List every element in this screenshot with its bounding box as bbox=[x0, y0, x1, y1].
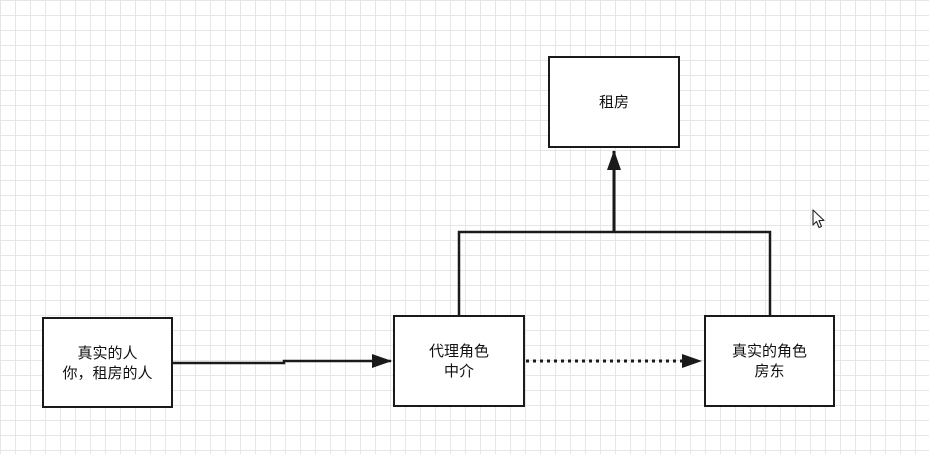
node-real-person-line1: 真实的人 bbox=[77, 343, 138, 362]
node-real-person[interactable]: 真实的人 你，租房的人 bbox=[42, 317, 173, 408]
mouse-pointer-icon bbox=[812, 209, 825, 229]
edge-landlord-to-rent bbox=[614, 230, 772, 315]
node-landlord-line2: 房东 bbox=[754, 362, 785, 380]
node-rent-label: 租房 bbox=[598, 93, 629, 111]
node-proxy-line1: 代理角色 bbox=[428, 342, 489, 360]
edge-proxy-to-rent bbox=[457, 230, 614, 315]
node-proxy[interactable]: 代理角色 中介 bbox=[393, 315, 525, 407]
edge-real-to-proxy bbox=[173, 354, 392, 368]
node-landlord[interactable]: 真实的角色 房东 bbox=[704, 315, 835, 407]
node-real-person-line2: 你，租房的人 bbox=[62, 363, 153, 382]
node-landlord-line1: 真实的角色 bbox=[731, 342, 807, 360]
node-proxy-line2: 中介 bbox=[443, 362, 474, 380]
node-rent[interactable]: 租房 bbox=[548, 56, 680, 148]
